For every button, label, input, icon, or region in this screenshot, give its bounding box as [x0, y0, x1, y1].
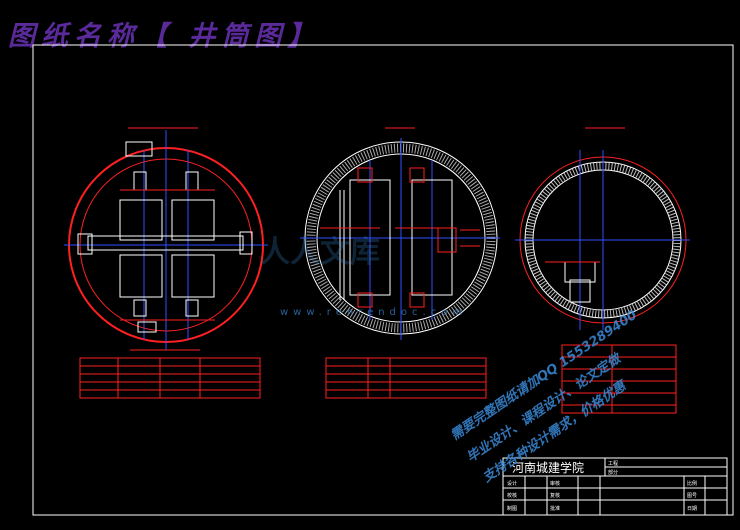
- drawing-frame: [32, 44, 734, 516]
- title-block-cell: 制图: [507, 505, 517, 512]
- title-block-cell: 日期: [687, 506, 697, 512]
- spec-table-middle: [325, 357, 487, 399]
- watermark-site: www.renrendoc.com: [280, 307, 467, 318]
- drawing-title: 图纸名称【 井筒图】: [8, 21, 321, 52]
- shaft-plan-left: [64, 127, 268, 351]
- watermark-logo: 人人文库: [260, 235, 380, 270]
- spec-table-right: [561, 344, 677, 414]
- title-block-school: 河南城建学院: [512, 460, 584, 475]
- title-block-project-label: 工程: [608, 460, 618, 467]
- title-block-cell: 比例: [687, 480, 697, 487]
- title-block-cell: 复核: [550, 492, 560, 499]
- title-block-cell: 批准: [550, 505, 560, 512]
- shaft-plan-right: [515, 127, 690, 330]
- title-block-cell: 图号: [687, 493, 697, 499]
- title-block-cell: 校核: [507, 492, 517, 499]
- title-block: 河南城建学院 工程 部分 设计 审核 比例 校核 复核 图号 制图 批准 日期: [502, 457, 728, 516]
- title-block-cell: 审核: [550, 480, 560, 487]
- title-block-section-label: 部分: [608, 469, 618, 476]
- spec-table-left: [79, 357, 261, 399]
- title-block-cell: 设计: [507, 480, 517, 487]
- shaft-plan-middle: [300, 127, 500, 340]
